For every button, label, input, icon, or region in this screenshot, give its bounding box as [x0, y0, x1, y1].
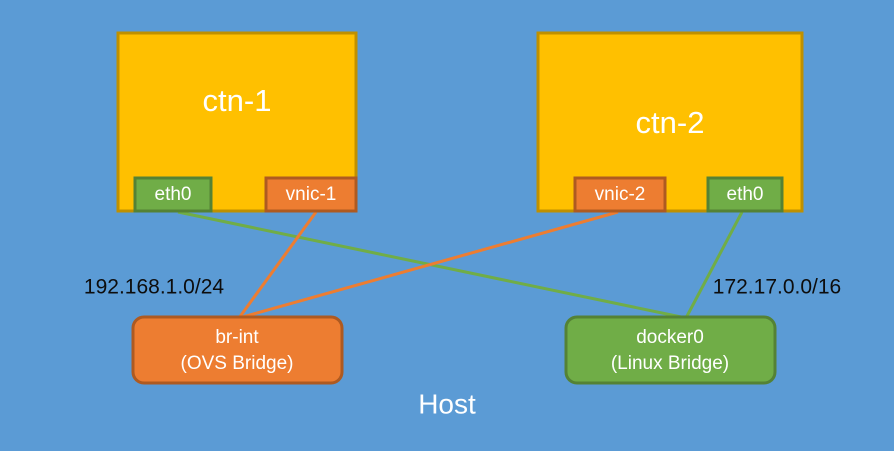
link-ctn2-vnic2-to-br-int[interactable] [238, 210, 619, 320]
host-label: Host [418, 388, 476, 419]
port-ctn1-vnic-1-label: vnic-1 [286, 184, 337, 205]
port-ctn2-vnic-2-body [573, 176, 667, 213]
port-ctn2-eth0[interactable]: eth0 [706, 176, 784, 213]
port-ctn1-eth0[interactable]: eth0 [133, 176, 213, 213]
bridge-br-int[interactable]: br-int (OVS Bridge) [131, 315, 344, 385]
container-ctn-1-title: ctn-1 [203, 83, 272, 118]
subnet-label-docker: 172.17.0.0/16 [713, 276, 841, 299]
bridge-docker0-body [564, 315, 777, 385]
port-ctn1-vnic-1[interactable]: vnic-1 [264, 176, 358, 213]
container-ctn-2-title: ctn-2 [636, 105, 705, 140]
bridge-docker0-name: docker0 [636, 327, 704, 348]
port-ctn1-eth0-label: eth0 [155, 184, 192, 205]
link-ctn2-eth0-to-docker0[interactable] [684, 211, 744, 319]
bridge-docker0-subtitle: (Linux Bridge) [611, 353, 729, 374]
bridge-br-int-subtitle: (OVS Bridge) [181, 353, 294, 374]
link-ctn1-vnic1-to-br-int[interactable] [237, 211, 318, 319]
port-ctn1-eth0-body [133, 176, 213, 213]
bridge-br-int-name: br-int [215, 327, 259, 348]
port-ctn2-vnic-2-label: vnic-2 [595, 184, 646, 205]
port-ctn2-vnic-2[interactable]: vnic-2 [573, 176, 667, 213]
connection-links [177, 210, 744, 320]
subnet-label-ovs: 192.168.1.0/24 [84, 276, 224, 299]
bridge-br-int-body [131, 315, 344, 385]
port-ctn2-eth0-body [706, 176, 784, 213]
port-ctn1-vnic-1-body [264, 176, 358, 213]
port-ctn2-eth0-label: eth0 [727, 184, 764, 205]
bridge-docker0[interactable]: docker0 (Linux Bridge) [564, 315, 777, 385]
